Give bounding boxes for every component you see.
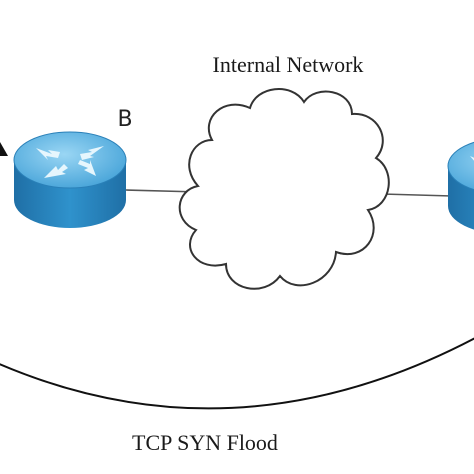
cloud-icon (178, 88, 390, 290)
attack-arc (0, 337, 474, 410)
attack-label: TCP SYN Flood (132, 430, 278, 455)
network-label: Internal Network (213, 52, 364, 77)
router-icon (13, 131, 127, 228)
link-cloud-to-router-right (381, 193, 453, 197)
router-icon (447, 141, 474, 230)
router-a-marker (0, 142, 8, 156)
router-b-label: B (117, 107, 132, 132)
router-arrows-icon (36, 146, 104, 178)
